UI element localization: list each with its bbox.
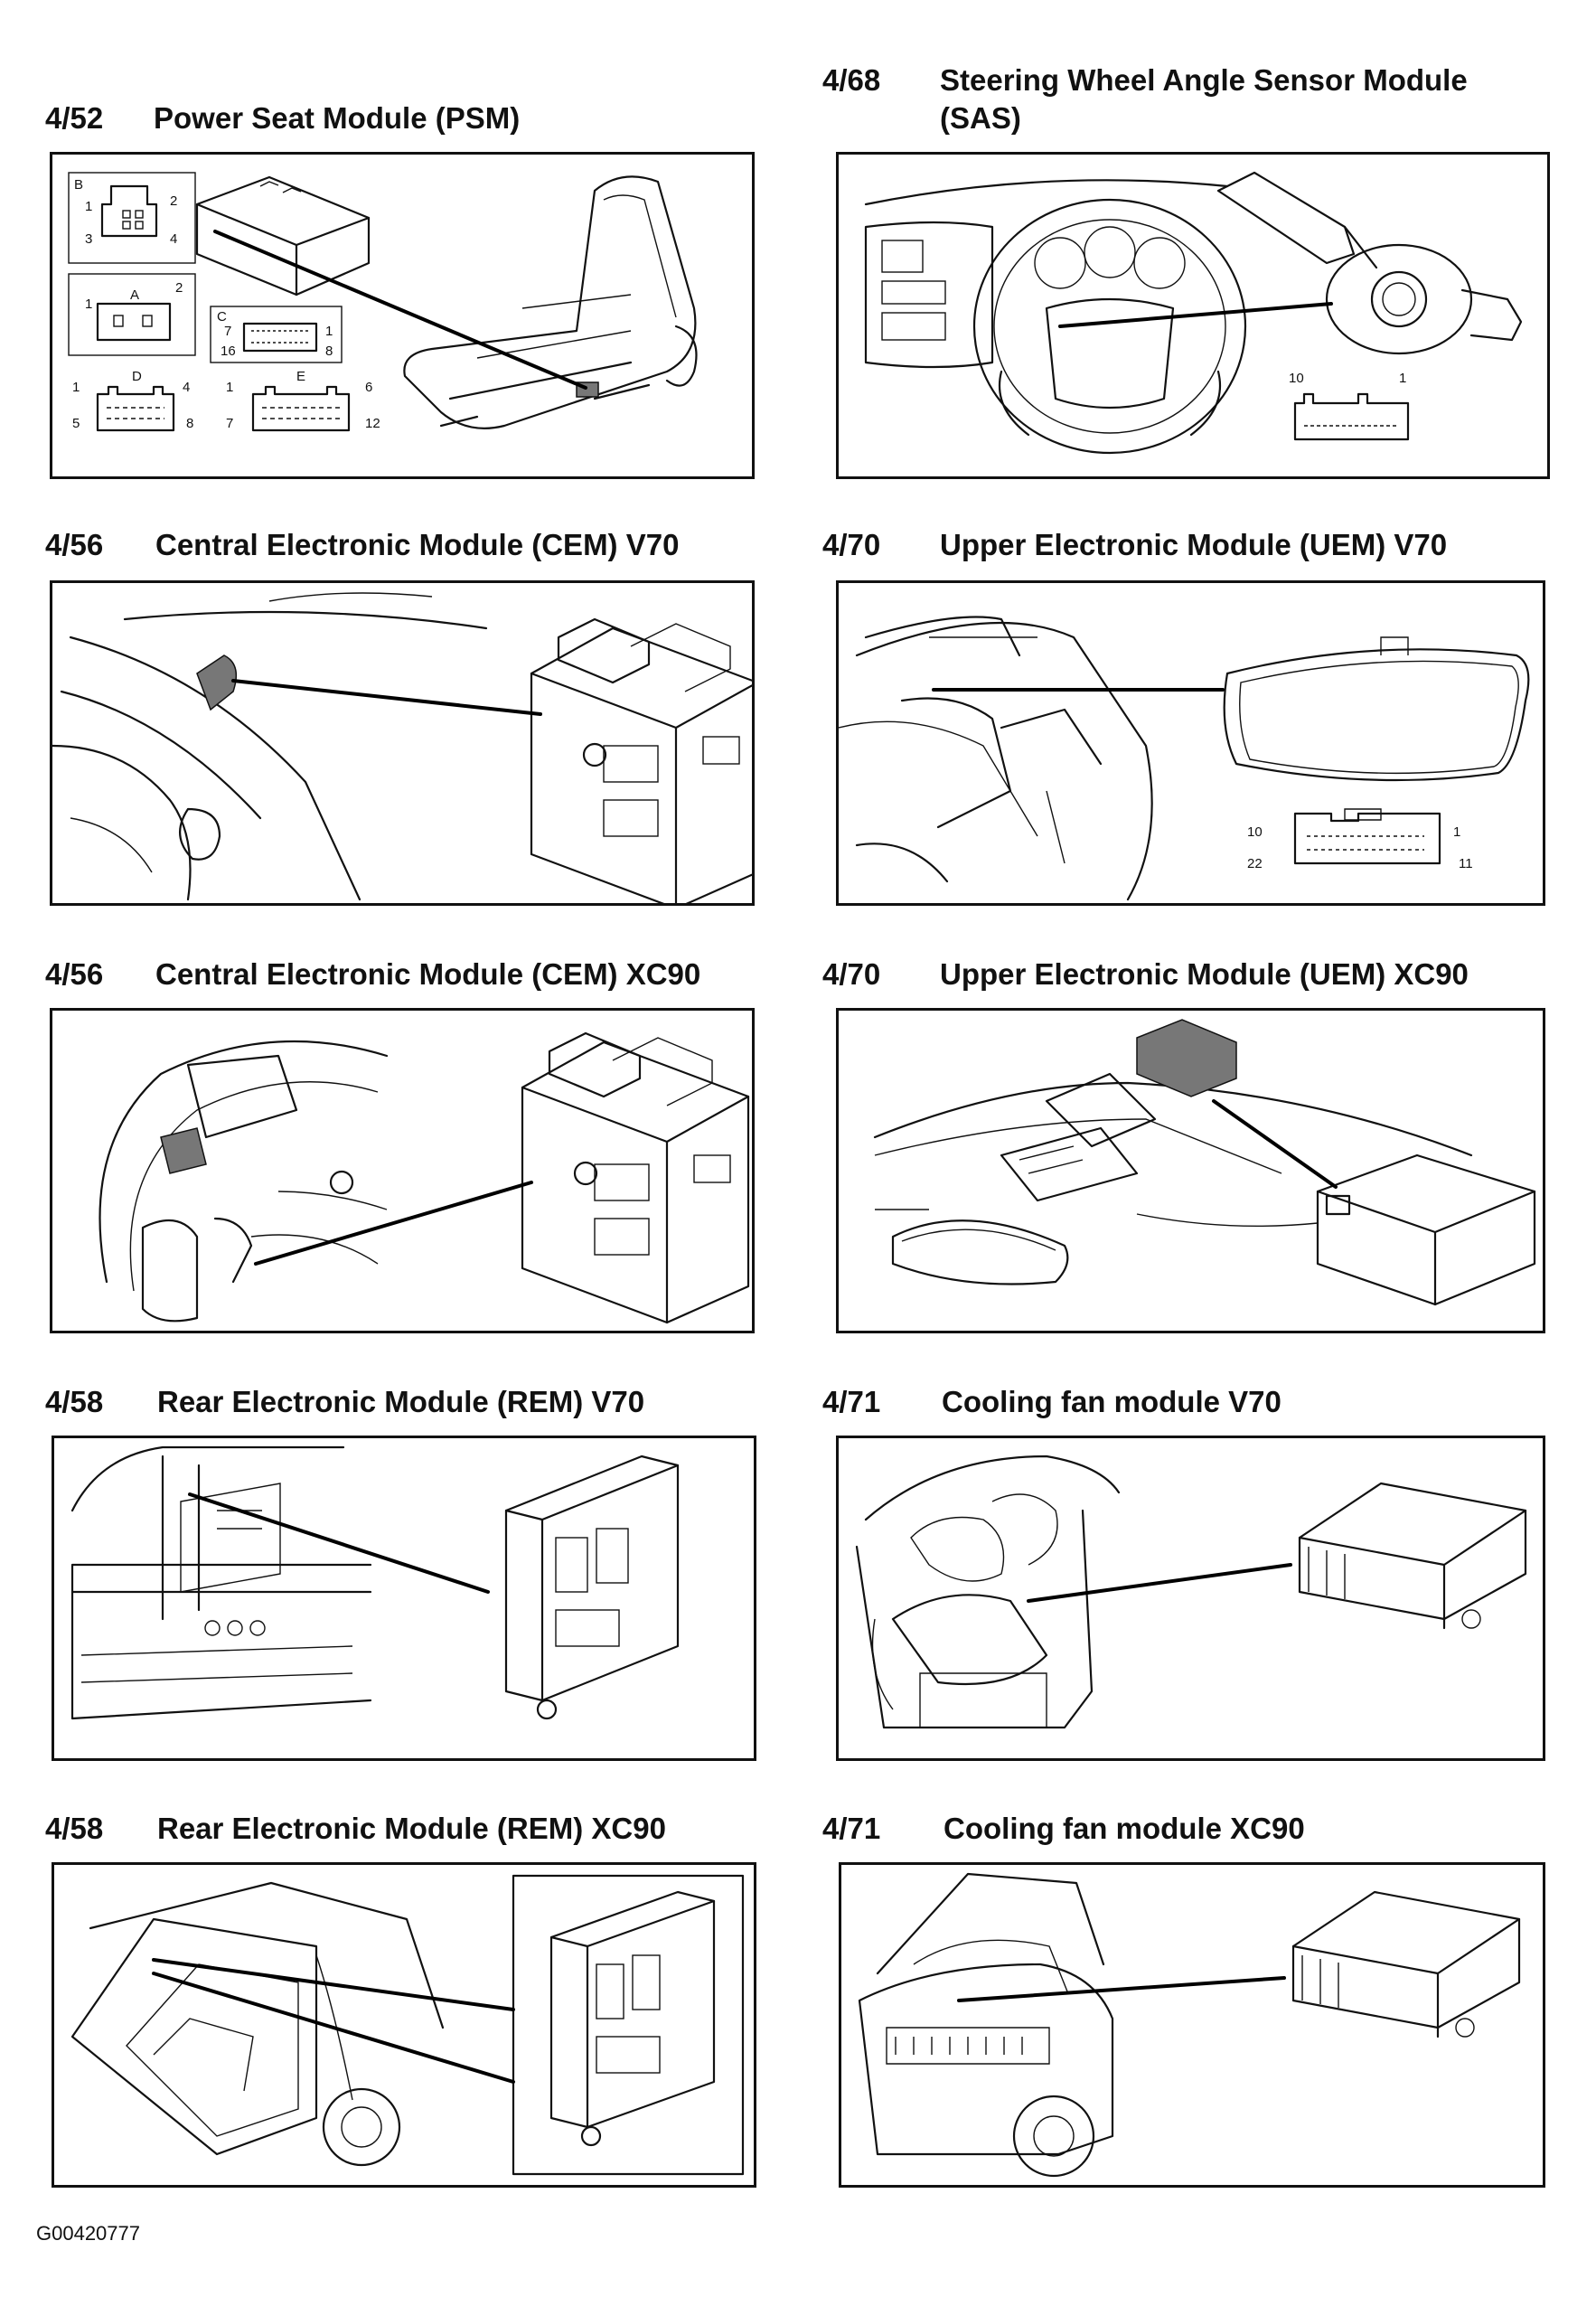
uem-v70-diagram: 10 1 22 11	[836, 580, 1545, 906]
connector-letter: E	[296, 369, 305, 384]
section-title: Upper Electronic Module (UEM) V70	[940, 528, 1448, 561]
pin-label: 1	[72, 380, 80, 395]
rem-v70-diagram	[52, 1436, 756, 1761]
pin-label: 7	[226, 416, 233, 431]
section-title: Cooling fan module V70	[942, 1385, 1281, 1418]
pin-label: 4	[183, 380, 190, 395]
section-number: 4/52	[45, 101, 104, 135]
pin-label: 2	[175, 280, 183, 296]
section-title: Power Seat Module (PSM)	[154, 101, 521, 135]
section-number: 4/56	[45, 528, 104, 561]
section-number: 4/70	[822, 528, 881, 561]
pin-label: 5	[72, 416, 80, 431]
figure-reference: G00420777	[36, 2222, 140, 2245]
pin-label: 6	[365, 380, 372, 395]
pin-label: 1	[1453, 824, 1460, 840]
pin-label: 16	[221, 344, 236, 359]
connector-letter: A	[130, 287, 139, 303]
uem-xc90-diagram	[836, 1008, 1545, 1333]
cem-v70-diagram	[50, 580, 755, 906]
pin-label: 1	[226, 380, 233, 395]
pin-label: 12	[365, 416, 380, 431]
section-number: 4/58	[45, 1385, 104, 1418]
pin-label: 10	[1289, 371, 1304, 386]
cooling-fan-v70-diagram	[836, 1436, 1545, 1761]
section-number: 4/70	[822, 957, 881, 991]
pin-label: 8	[186, 416, 193, 431]
cooling-fan-xc90-diagram	[839, 1862, 1545, 2188]
pin-label: 7	[224, 324, 231, 339]
connector-letter: B	[74, 177, 83, 193]
pin-label: 1	[1399, 371, 1406, 386]
section-title: Upper Electronic Module (UEM) XC90	[940, 957, 1469, 991]
pin-label: 2	[170, 193, 177, 209]
section-number: 4/56	[45, 957, 104, 991]
pin-label: 3	[85, 231, 92, 247]
rem-xc90-diagram	[52, 1862, 756, 2188]
section-title: Central Electronic Module (CEM) XC90	[155, 957, 701, 991]
pin-label: 1	[325, 324, 333, 339]
section-title: Central Electronic Module (CEM) V70	[155, 528, 680, 561]
section-title-line2: (SAS)	[940, 101, 1021, 135]
section-title: Rear Electronic Module (REM) XC90	[157, 1812, 666, 1845]
section-title: Steering Wheel Angle Sensor Module	[940, 63, 1468, 97]
section-title: Rear Electronic Module (REM) V70	[157, 1385, 645, 1418]
cem-xc90-diagram	[50, 1008, 755, 1333]
psm-diagram: B 1 2 3 4 A 1 2 C 7 1 16 8 D 1 4 5 8 E	[50, 152, 755, 479]
pin-label: 1	[85, 199, 92, 214]
connector-letter: C	[217, 309, 227, 325]
section-number: 4/71	[822, 1385, 881, 1418]
section-number: 4/71	[822, 1812, 881, 1845]
pin-label: 11	[1459, 856, 1473, 871]
section-number: 4/58	[45, 1812, 104, 1845]
section-number: 4/68	[822, 63, 881, 97]
pin-label: 8	[325, 344, 333, 359]
pin-label: 10	[1247, 824, 1263, 840]
pin-label: 4	[170, 231, 177, 247]
pin-label: 1	[85, 297, 92, 312]
pin-label: 22	[1247, 856, 1263, 871]
connector-letter: D	[132, 369, 142, 384]
sas-diagram: 10 1	[836, 152, 1550, 479]
section-title: Cooling fan module XC90	[944, 1812, 1305, 1845]
